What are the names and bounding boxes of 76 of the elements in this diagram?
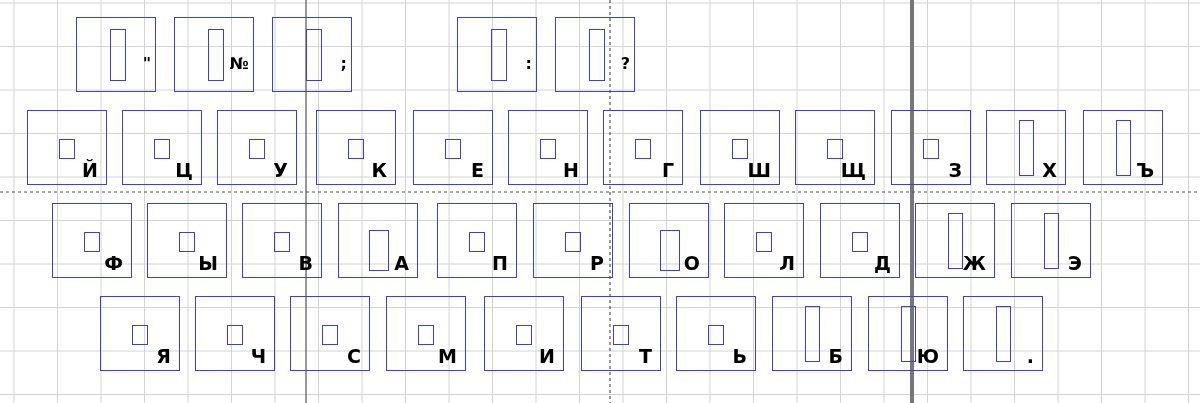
key-character: И [539,345,555,367]
key-character: Г [661,159,674,181]
key-box [603,110,683,185]
key-box [122,110,202,185]
key-box [1083,110,1163,185]
key-box [242,203,322,278]
key-character: Ф [104,252,123,274]
key-box [316,110,396,185]
key-character: В [298,252,313,274]
key-character: Х [1042,159,1057,181]
key-character: Л [779,252,795,274]
key-character: З [948,159,962,181]
key-box [915,203,995,278]
key-character: Ж [962,252,986,274]
key-box [386,296,466,371]
key-box [986,110,1066,185]
key-box [676,296,756,371]
key-box [533,203,613,278]
key-box [795,110,875,185]
key-character: № [229,53,249,75]
key-box [508,110,588,185]
key-box [195,296,275,371]
key-character: С [347,345,361,367]
key-box [868,296,948,371]
key-box [52,203,132,278]
key-character: Ю [916,345,939,367]
key-character: А [394,252,409,274]
key-box [700,110,780,185]
key-character: О [683,252,700,274]
key-box [147,203,227,278]
key-box [217,110,297,185]
key-character: ; [340,53,347,75]
key-box [100,296,180,371]
key-box [484,296,564,371]
key-box [413,110,493,185]
key-character: Е [471,159,484,181]
key-character: Ш [747,159,771,181]
key-box [457,17,537,92]
key-box [963,296,1043,371]
key-character: Ь [732,345,747,367]
key-box [629,203,709,278]
key-character: Э [1068,252,1082,274]
key-character: Д [874,252,891,274]
key-box [290,296,370,371]
key-character: ? [620,53,630,75]
key-character: Ы [198,252,218,274]
key-box [581,296,661,371]
key-box [1011,203,1091,278]
key-box [76,17,156,92]
key-box [555,17,635,92]
key-character: М [438,345,457,367]
key-box [27,110,107,185]
key-character: К [371,159,387,181]
key-box [338,203,418,278]
key-character: Р [590,252,604,274]
key-character: Й [82,159,98,181]
key-box [891,110,971,185]
key-box [174,17,254,92]
key-character: Ч [250,345,266,367]
key-character: Ц [175,159,193,181]
key-character: . [1026,345,1034,367]
key-character: Б [828,345,843,367]
key-character: : [525,53,532,75]
key-character: У [273,159,288,181]
key-character: Т [639,345,652,367]
key-box [724,203,804,278]
key-character: Щ [840,159,866,181]
key-box [272,17,352,92]
key-character: Ъ [1136,159,1154,181]
key-box [772,296,852,371]
key-character: Н [563,159,579,181]
key-character: Я [156,345,171,367]
key-box [820,203,900,278]
key-character: " [142,53,151,75]
key-box [437,203,517,278]
key-character: П [492,252,508,274]
